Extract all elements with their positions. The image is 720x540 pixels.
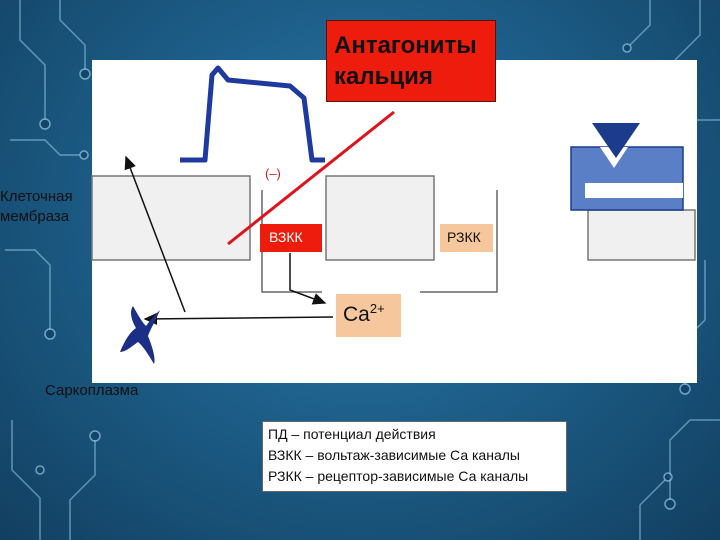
membrane-label-line-1: Клеточная <box>0 188 73 205</box>
receptor-pocket <box>600 147 628 168</box>
channel-outline-right <box>420 190 498 293</box>
title-line-2: кальция <box>334 63 433 90</box>
rzkk-channel-box <box>440 224 493 252</box>
receptor <box>570 146 684 211</box>
calcium-charge: 2+ <box>369 301 385 316</box>
vzkk-label: ВЗКК <box>269 229 303 245</box>
arrow-from-channels <box>289 253 327 305</box>
calcium-symbol: Ca <box>343 303 370 326</box>
sarcoplasm-label: Саркоплазма <box>45 382 139 399</box>
membrane-label: Клеточная мембраза <box>0 187 73 227</box>
action-potential-trace <box>180 65 325 163</box>
slide-title: Антагониты кальция <box>334 30 524 92</box>
membrane-block-middle <box>325 175 435 261</box>
vzkk-channel-box <box>260 224 322 252</box>
inhibition-sign: (–) <box>265 166 281 181</box>
triangle-ligand-icon <box>592 123 640 158</box>
arrow-to-fiber <box>143 312 334 325</box>
membrane-block-right <box>587 209 696 261</box>
calcium-ion-label: Ca2+ <box>343 301 385 327</box>
inhibition-line <box>227 110 395 246</box>
membrane-label-line-2: мембраза <box>0 208 70 225</box>
membrane-block-left <box>91 175 251 261</box>
title-box <box>326 20 496 102</box>
receptor-label: Р <box>585 183 683 198</box>
arrow-to-action-potential <box>124 155 186 313</box>
legend-item-vzkk: ВЗКК – вольтаж-зависимые Са каналы <box>268 447 520 463</box>
title-line-1: Антагониты <box>334 32 477 59</box>
legend-item-rzkk: РЗКК – рецептор-зависимые Са каналы <box>268 468 529 484</box>
legend-box <box>262 421 567 492</box>
legend-item-pd: ПД – потенциал действия <box>268 426 436 442</box>
contracting-fiber-icon <box>120 306 160 364</box>
calcium-ion-box <box>336 294 401 337</box>
rzkk-label: РЗКК <box>447 229 481 245</box>
